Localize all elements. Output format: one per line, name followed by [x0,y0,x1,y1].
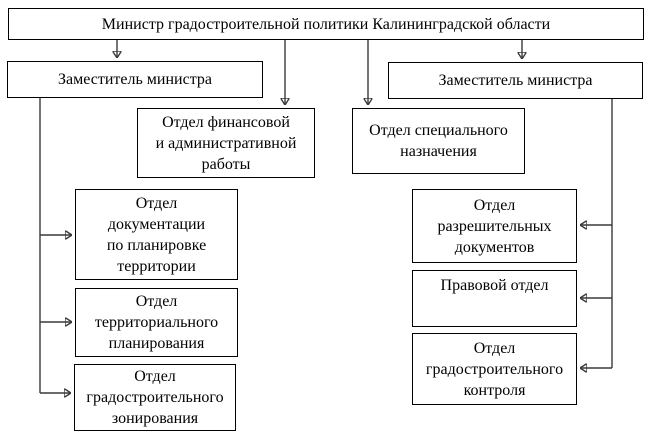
node-deputy-left: Заместитель министра [7,61,263,98]
node-dept-zoning: Отдел градостроительного зонирования [74,364,236,431]
node-dept-control: Отдел градостроительного контроля [412,333,577,405]
node-dept-terr: Отдел территориального планирования [75,288,238,357]
node-dept-doc: Отдел документации по планировке террито… [75,189,238,280]
node-minister: Министр градостроительной политики Калин… [8,8,644,40]
node-dept-legal: Правовой отдел [412,270,577,327]
node-deputy-right: Заместитель министра [388,62,643,99]
node-dept-permits: Отдел разрешительных документов [412,189,577,263]
node-dept-finance: Отдел финансовой и административной рабо… [137,108,315,178]
node-dept-special: Отдел специального назначения [352,108,525,174]
